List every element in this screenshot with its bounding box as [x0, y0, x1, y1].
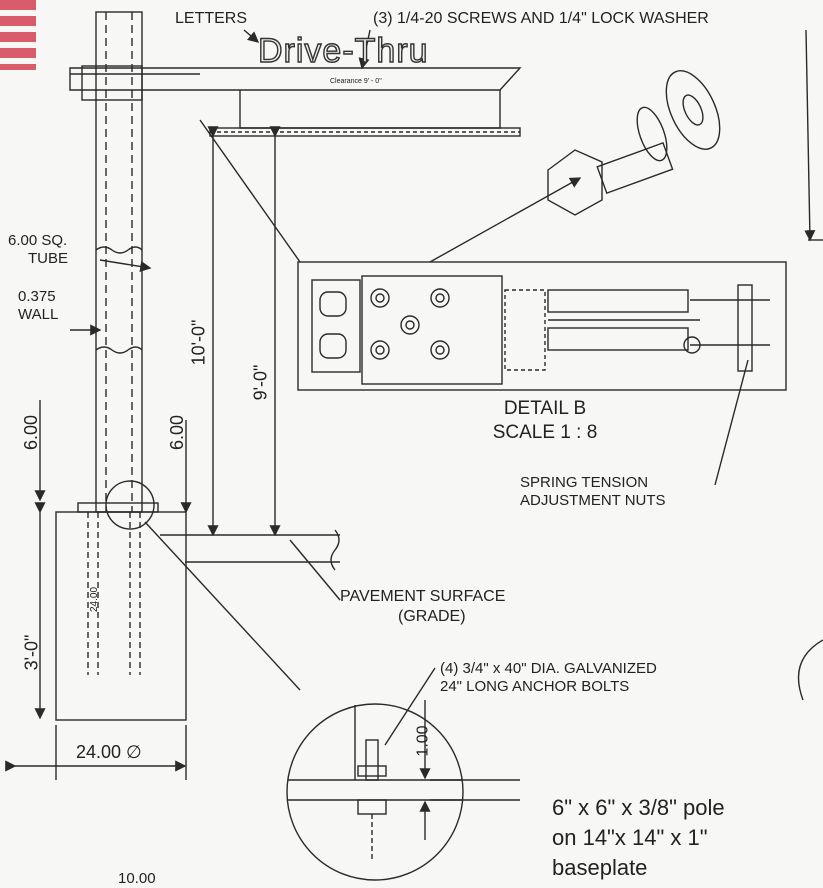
pole-tube: [95, 11, 143, 513]
concrete-footing: [55, 502, 187, 721]
sign-lettering: Drive-Thru: [257, 31, 429, 70]
detail-b-title: DETAIL B: [503, 398, 587, 419]
spring-label-2: ADJUSTMENT NUTS: [520, 492, 666, 509]
pavement-label-1: PAVEMENT SURFACE: [340, 588, 506, 605]
dim-diameter: 24.00 ∅: [76, 742, 142, 762]
hardware-illustration: [243, 29, 823, 701]
anchor-label-2: 24" LONG ANCHOR BOLTS: [440, 678, 630, 695]
sign-clearance: Clearance 9' - 0": [330, 78, 382, 85]
screws-label: (3) 1/4-20 SCREWS AND 1/4" LOCK WASHER: [373, 10, 709, 27]
dim-1in: 1.00: [414, 725, 432, 757]
pavement-surface: [160, 529, 341, 601]
wall-label: WALL: [18, 306, 59, 323]
note-line-1: 6" x 6" x 3/8" pole: [552, 795, 725, 820]
dim-9ft: 9'-0": [250, 364, 271, 401]
dim-10ft: 10'-0": [188, 319, 209, 366]
note-line-2: on 14"x 14" x 1": [552, 825, 708, 850]
sign-arm: [69, 65, 522, 137]
detail-b-box: [199, 119, 787, 486]
tube-size-label: 6.00 SQ.: [8, 232, 68, 249]
dim-6-left: 6.00: [21, 414, 42, 451]
red-corner-mark: [0, 0, 36, 70]
detail-b-scale: SCALE 1 : 8: [492, 422, 598, 443]
note-line-3: baseplate: [552, 855, 648, 880]
dim-10: 10.00: [118, 870, 156, 887]
tube-label: TUBE: [28, 250, 69, 267]
dim-24-bolt: 24.00: [89, 586, 101, 613]
spring-label-1: SPRING TENSION: [520, 474, 649, 491]
anchor-label-1: (4) 3/4" x 40" DIA. GALVANIZED: [440, 660, 657, 677]
detail-circle-view: [286, 667, 520, 881]
dim-3ft: 3'-0": [21, 634, 42, 671]
dim-6-mid: 6.00: [167, 414, 188, 451]
wall-thickness-label: 0.375: [18, 288, 56, 305]
pavement-label-2: (GRADE): [398, 608, 466, 625]
letters-label: LETTERS: [175, 10, 248, 27]
